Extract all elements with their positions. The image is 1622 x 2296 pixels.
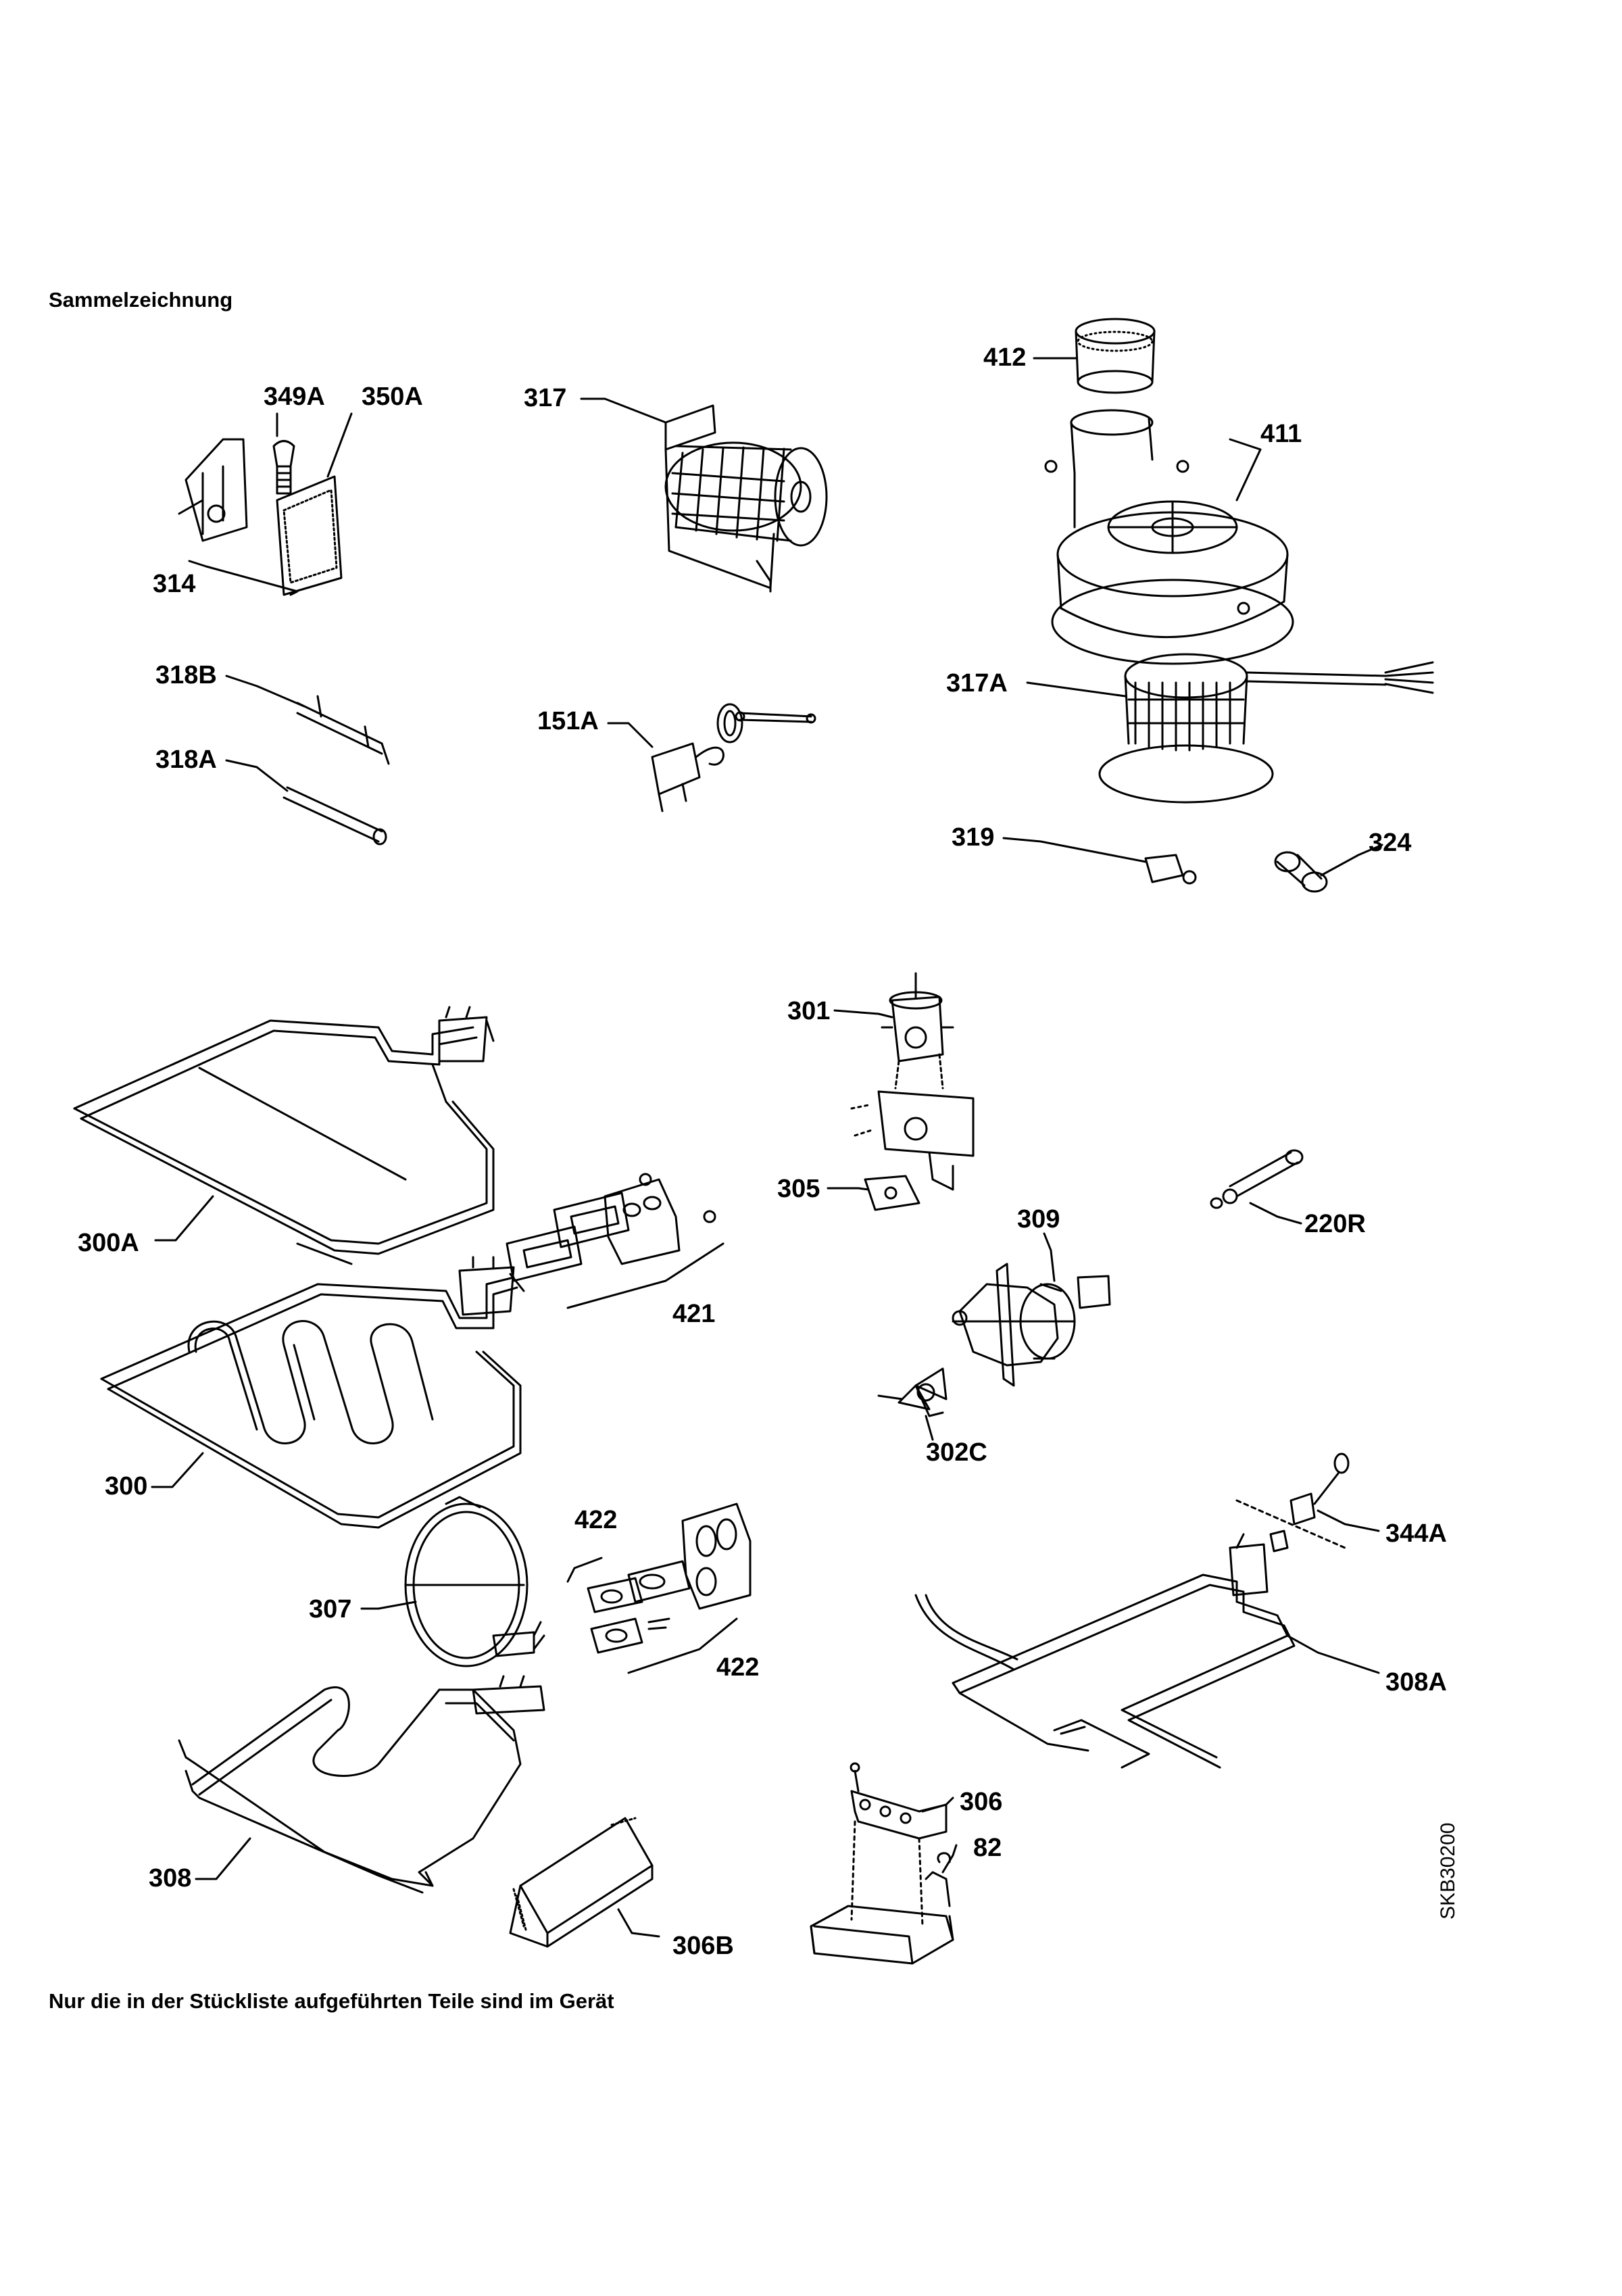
lamp-bulb-drawing [274, 441, 294, 494]
switch-319-drawing [1146, 855, 1196, 883]
element-308-drawing [179, 1676, 544, 1892]
part-label-324: 324 [1369, 829, 1412, 857]
connector-421-drawing [507, 1174, 715, 1281]
heating-element-300A-drawing [74, 1007, 493, 1264]
leader-300 [152, 1453, 203, 1487]
part-label-300: 300 [105, 1472, 148, 1500]
part-label-317: 317 [524, 384, 567, 412]
grill-element-308A-drawing [916, 1534, 1294, 1767]
drawing-code: SKB30200 [1437, 1822, 1459, 1920]
part-label-306: 306 [960, 1788, 1003, 1816]
diagram-heading: Sammelzeichnung [49, 288, 233, 312]
bracket-422-top [568, 1558, 601, 1582]
part-label-422-bottom: 422 [716, 1653, 760, 1682]
leader-305 [828, 1188, 868, 1190]
part-label-308: 308 [149, 1864, 192, 1892]
leader-306B [618, 1909, 659, 1936]
leader-308A [1287, 1636, 1379, 1673]
leader-324 [1321, 845, 1382, 875]
blower-housing-drawing [1046, 410, 1293, 664]
leader-307 [362, 1602, 416, 1609]
tray-82-drawing [811, 1822, 953, 1963]
part-label-318B: 318B [155, 661, 217, 689]
part-label-305: 305 [777, 1175, 820, 1203]
part-label-306B: 306B [672, 1932, 734, 1960]
element-318A-drawing [284, 787, 386, 844]
leader-319 [1004, 838, 1146, 862]
fan-blade-302C-drawing [879, 1369, 946, 1416]
part-label-220R: 220R [1304, 1210, 1366, 1238]
leader-317 [581, 399, 666, 422]
capacitor-324-drawing [1275, 852, 1327, 891]
leader-314 [189, 561, 297, 595]
part-label-319: 319 [952, 823, 995, 852]
part-label-307: 307 [309, 1595, 352, 1623]
leader-300A [155, 1196, 213, 1240]
leader-308 [196, 1838, 250, 1879]
bracket-422-bottom [629, 1619, 737, 1673]
bracket-306-drawing [851, 1763, 946, 1838]
resistor-220R-drawing [1211, 1150, 1302, 1208]
lamp-housing-drawing [179, 439, 247, 541]
fan-motor-drawing [1100, 654, 1433, 802]
leader-318B [226, 676, 304, 706]
part-label-314: 314 [153, 570, 196, 598]
part-label-317A: 317A [946, 669, 1008, 698]
connector-422-drawing [588, 1504, 750, 1653]
part-label-301: 301 [787, 997, 831, 1025]
leader-220R [1250, 1203, 1301, 1223]
leader-344A [1318, 1511, 1379, 1531]
bracket-318B-drawing [297, 696, 389, 764]
part-label-421: 421 [672, 1300, 716, 1328]
part-label-302C: 302C [926, 1438, 987, 1467]
fan-motor-309-drawing [953, 1264, 1110, 1386]
leader-309 [1044, 1234, 1054, 1281]
heating-element-300-drawing [101, 1257, 524, 1528]
leader-317A [1027, 683, 1125, 696]
leader-411 [1230, 439, 1260, 500]
part-label-344A: 344A [1385, 1519, 1447, 1548]
tangential-fan-drawing [666, 406, 827, 591]
lamp-cover-drawing [277, 477, 341, 595]
part-label-300A: 300A [78, 1229, 139, 1257]
leader-151A [608, 723, 652, 747]
bracket-305-drawing [879, 1092, 973, 1190]
ring-element-307-drawing [406, 1497, 544, 1666]
leader-82 [943, 1845, 956, 1872]
module-306B-drawing [510, 1818, 652, 1947]
duct-ring-drawing [1076, 319, 1154, 393]
leader-318A [226, 760, 287, 791]
plate-305-drawing [865, 1176, 919, 1210]
part-label-309: 309 [1017, 1205, 1060, 1234]
part-label-412: 412 [983, 343, 1027, 372]
part-label-151A: 151A [537, 707, 599, 735]
bracket-421 [568, 1244, 723, 1308]
leader-305-dashes [852, 1105, 872, 1135]
part-label-308A: 308A [1385, 1668, 1447, 1696]
part-label-411: 411 [1260, 420, 1302, 448]
part-label-349A: 349A [264, 383, 325, 411]
part-label-350A: 350A [362, 383, 423, 411]
leaders-349A-350A [277, 414, 351, 477]
diagram-footer-note: Nur die in der Stückliste aufgeführten T… [49, 1989, 614, 2013]
part-label-318A: 318A [155, 746, 217, 774]
part-label-422-top: 422 [574, 1506, 618, 1534]
thermostat-151A-drawing [652, 704, 815, 811]
motor-mount-301-drawing [882, 973, 953, 1088]
part-label-82: 82 [973, 1834, 1002, 1862]
terminal-344A-drawing [1237, 1454, 1348, 1551]
leader-301 [835, 1010, 892, 1017]
leader-302C [926, 1416, 933, 1440]
leader-306 [923, 1798, 953, 1811]
